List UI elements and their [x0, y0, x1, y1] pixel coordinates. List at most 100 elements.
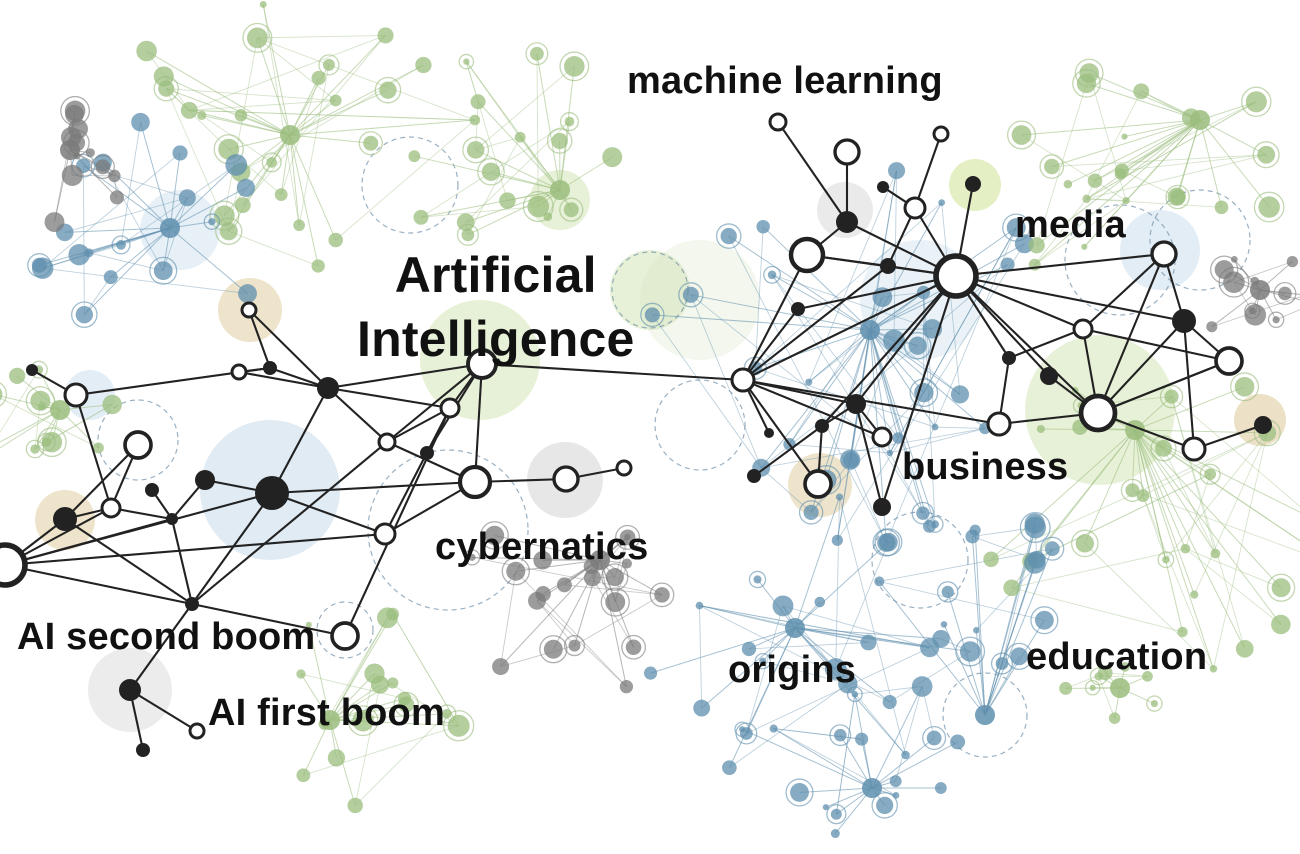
node: [328, 232, 343, 248]
edge: [64, 227, 171, 233]
edge: [943, 624, 986, 716]
node: [30, 444, 40, 454]
edge: [289, 35, 386, 136]
node: [506, 561, 526, 581]
edge: [88, 227, 171, 254]
node: [1121, 133, 1128, 140]
node: [693, 699, 711, 717]
hub-node: [590, 550, 610, 570]
edge: [129, 603, 193, 691]
hub-node: [320, 710, 340, 730]
dashed-ring: [316, 601, 374, 659]
label-machine-learning: machine learning: [627, 60, 943, 102]
node: [940, 621, 948, 628]
edge: [871, 686, 923, 789]
edge: [755, 202, 942, 369]
node-ring: [1230, 372, 1260, 402]
node: [109, 190, 124, 205]
edge: [344, 407, 451, 637]
node-open: [1078, 393, 1118, 433]
edge: [1142, 495, 1214, 669]
edge: [794, 541, 889, 629]
edge: [762, 660, 848, 685]
edge: [850, 340, 895, 461]
edge: [329, 673, 375, 721]
node-ring: [563, 635, 586, 657]
edge: [240, 64, 424, 173]
node-ring: [149, 256, 178, 285]
node-filled: [263, 361, 277, 375]
node: [238, 284, 257, 303]
node-open: [123, 430, 153, 460]
node-open: [1181, 436, 1207, 462]
node: [920, 638, 940, 658]
node: [136, 40, 157, 62]
node: [1235, 639, 1254, 658]
node: [790, 783, 809, 802]
edge: [300, 673, 405, 699]
node: [1089, 684, 1096, 691]
node: [1204, 468, 1217, 481]
edge: [500, 559, 601, 667]
node: [293, 219, 305, 232]
node-ring: [1007, 120, 1037, 150]
edge: [728, 235, 871, 331]
edge: [1199, 119, 1270, 208]
edge: [869, 202, 943, 331]
edge: [1121, 119, 1201, 171]
edge: [808, 329, 871, 383]
halo: [817, 182, 873, 238]
node-filled: [255, 476, 289, 510]
edge: [869, 329, 936, 525]
node: [492, 658, 510, 676]
dashed-ring: [361, 136, 459, 234]
node: [682, 286, 699, 303]
edge: [129, 689, 198, 732]
edge: [262, 4, 300, 226]
node-ring: [463, 549, 481, 566]
edge: [1097, 360, 1230, 414]
node-ring: [754, 653, 771, 670]
node: [1214, 200, 1229, 215]
node: [568, 639, 581, 652]
edge: [392, 613, 460, 727]
node-open: [803, 469, 833, 499]
edge: [789, 329, 871, 445]
edge: [1008, 328, 1084, 359]
node-filled: [317, 377, 339, 399]
node: [1087, 173, 1103, 188]
edge: [392, 613, 460, 727]
node: [654, 587, 670, 603]
node: [834, 728, 847, 742]
edge: [1184, 474, 1211, 549]
node-ring: [456, 223, 479, 246]
node: [1248, 307, 1256, 315]
node: [379, 81, 397, 99]
edge: [850, 460, 887, 543]
edge: [742, 379, 819, 485]
node: [1133, 83, 1150, 100]
node-filled: [873, 498, 891, 516]
node-filled: [119, 679, 141, 701]
edge: [256, 37, 291, 136]
node: [605, 592, 626, 613]
node-open: [615, 459, 633, 477]
node-ring: [640, 302, 665, 328]
edge: [1086, 82, 1201, 121]
edge: [169, 227, 248, 294]
node-open: [768, 112, 788, 132]
edge: [1083, 200, 1127, 248]
edge: [42, 267, 248, 295]
edge: [839, 496, 907, 756]
edge: [1199, 119, 1222, 208]
node-open: [240, 301, 258, 319]
node-open: [377, 432, 397, 452]
node: [398, 696, 415, 713]
edge: [1086, 101, 1257, 200]
dashed-ring: [97, 399, 179, 481]
node: [583, 569, 602, 587]
node-filled: [815, 419, 829, 433]
edge: [386, 407, 451, 443]
edge: [1132, 489, 1300, 553]
